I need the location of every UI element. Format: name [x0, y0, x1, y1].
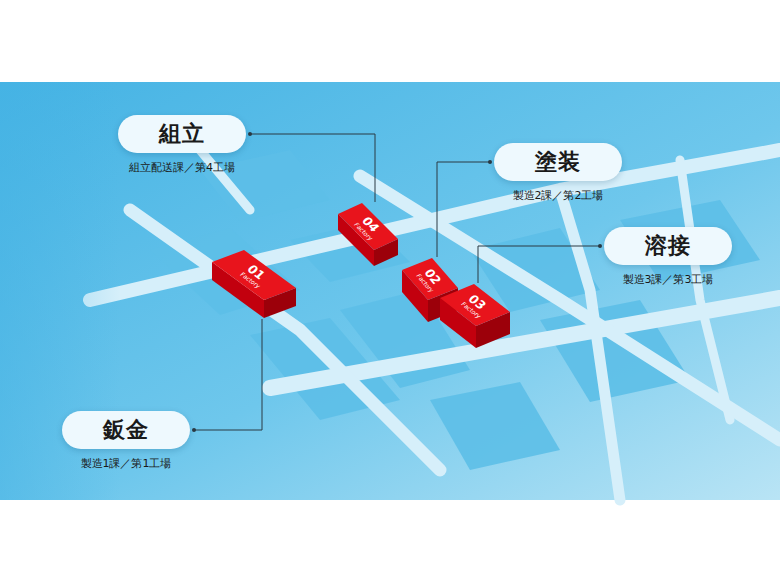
leader-group — [248, 132, 375, 202]
factory-building: 01Factory — [211, 249, 297, 319]
department-title: 塗装 — [535, 147, 581, 177]
building-roof — [212, 250, 296, 300]
leader-line — [194, 319, 262, 430]
leader-group — [437, 160, 492, 257]
pill-shape: 組立 — [118, 115, 246, 153]
map-ground — [0, 82, 780, 500]
building-roof — [402, 258, 458, 300]
leader-dot — [248, 132, 252, 136]
department-subtitle: 製造2課／第2工場 — [494, 188, 622, 203]
callout-pill: 塗装製造2課／第2工場 — [494, 143, 622, 203]
building-roof — [440, 284, 510, 326]
department-subtitle: 製造1課／第1工場 — [62, 456, 190, 471]
leader-dot — [192, 428, 196, 432]
leader-dot — [488, 160, 492, 164]
department-subtitle: 製造3課／第3工場 — [604, 272, 732, 287]
department-title: 溶接 — [645, 231, 691, 261]
department-title: 鈑金 — [103, 415, 149, 445]
department-subtitle: 組立配送課／第4工場 — [118, 160, 246, 175]
pill-shape: 塗装 — [494, 143, 622, 181]
department-title: 組立 — [159, 119, 205, 149]
leader-dot — [598, 244, 602, 248]
leader-group — [478, 244, 602, 283]
factory-building: 04Factory — [337, 202, 399, 267]
callout-pill: 組立組立配送課／第4工場 — [118, 115, 246, 175]
factory-building: 03Factory — [439, 283, 511, 349]
callout-pill: 鈑金製造1課／第1工場 — [62, 411, 190, 471]
callout-pill: 溶接製造3課／第3工場 — [604, 227, 732, 287]
leader-line — [250, 134, 375, 202]
pill-shape: 鈑金 — [62, 411, 190, 449]
roads — [90, 150, 780, 500]
leader-group — [192, 319, 262, 432]
building-roof — [338, 203, 398, 250]
pill-shape: 溶接 — [604, 227, 732, 265]
leader-line — [437, 162, 490, 257]
leader-line — [478, 246, 600, 283]
